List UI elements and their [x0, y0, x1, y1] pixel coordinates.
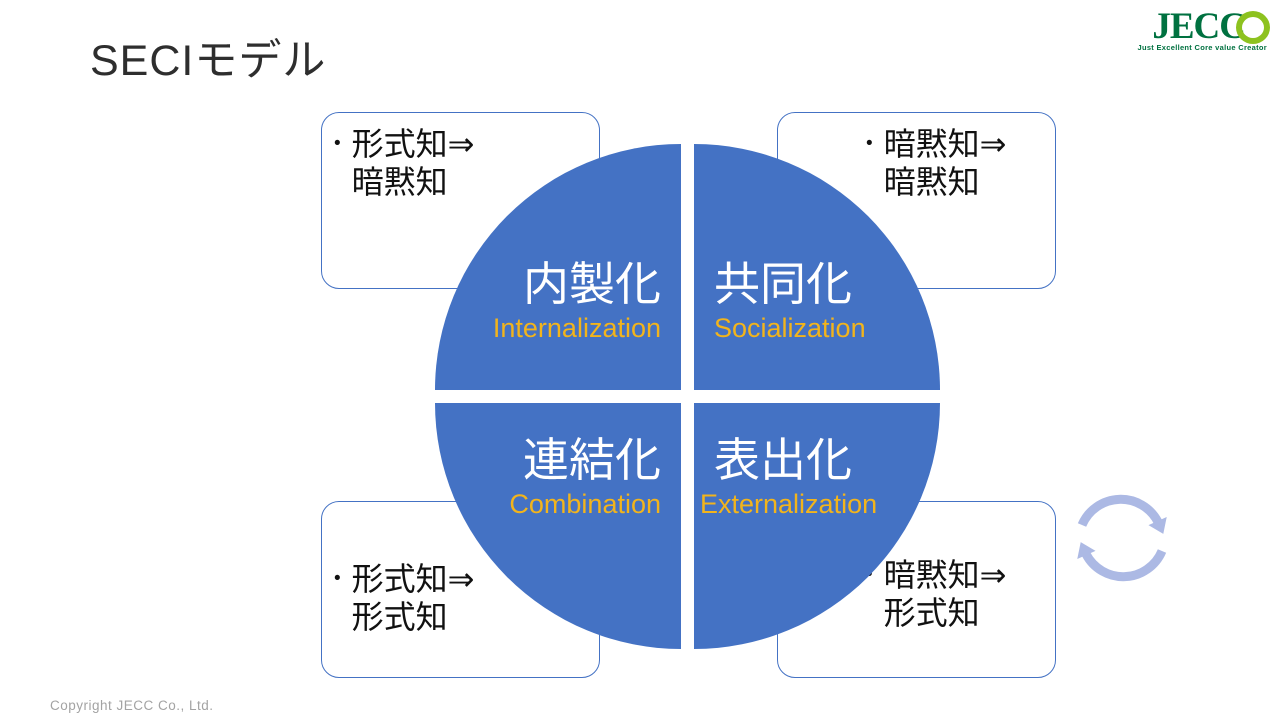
bullet-icon: •	[334, 568, 341, 589]
callout-line: 暗黙知⇒	[883, 557, 1007, 593]
callout-line: 形式知	[351, 599, 448, 635]
logo-tagline: Just Excellent Core value Creator	[1137, 43, 1267, 52]
quadrant-externalization: 表出化 Externalization	[694, 403, 940, 649]
callout-line: 暗黙知	[883, 164, 980, 200]
quadrant-en-label: Internalization	[492, 313, 661, 344]
bullet-icon: •	[866, 133, 873, 154]
quadrant-en-label: Socialization	[714, 313, 866, 344]
quadrant-en-label: Combination	[509, 488, 661, 519]
callout-text: • 形式知⇒ 暗黙知	[334, 125, 474, 201]
bullet-icon: •	[334, 133, 341, 154]
seci-circle: 内製化 Internalization 共同化 Socialization 連結…	[435, 144, 1169, 649]
quadrant-internalization: 内製化 Internalization	[435, 144, 681, 390]
page-title: SECIモデル	[90, 37, 327, 85]
jecco-logo: JECC Just Excellent Core value Creator	[1120, 6, 1270, 52]
callout-line: 形式知⇒	[351, 126, 475, 162]
quadrant-jp-label: 表出化	[714, 434, 852, 486]
quadrant-combination: 連結化 Combination	[435, 403, 681, 649]
logo-ring-icon	[1236, 10, 1270, 44]
logo-wordmark: JECC	[1120, 6, 1270, 46]
callout-line: 暗黙知⇒	[883, 126, 1007, 162]
callout-text: • 暗黙知⇒ 暗黙知	[866, 125, 1006, 201]
quadrant-jp-label: 内製化	[523, 258, 661, 311]
callout-line: 形式知⇒	[351, 561, 475, 597]
cycle-arrows-icon	[1075, 492, 1169, 584]
callout-text: • 暗黙知⇒ 形式知	[866, 556, 1006, 632]
quadrant-jp-label: 連結化	[523, 434, 661, 486]
callout-line: 暗黙知	[351, 164, 448, 200]
quadrant-socialization: 共同化 Socialization	[694, 144, 940, 390]
quadrant-jp-label: 共同化	[714, 258, 852, 311]
logo-text: JECC	[1152, 5, 1246, 47]
callout-text: • 形式知⇒ 形式知	[334, 560, 474, 636]
copyright: Copyright JECC Co., Ltd.	[50, 698, 214, 713]
callout-line: 形式知	[883, 595, 980, 631]
quadrant-en-label: Externalization	[700, 488, 878, 519]
